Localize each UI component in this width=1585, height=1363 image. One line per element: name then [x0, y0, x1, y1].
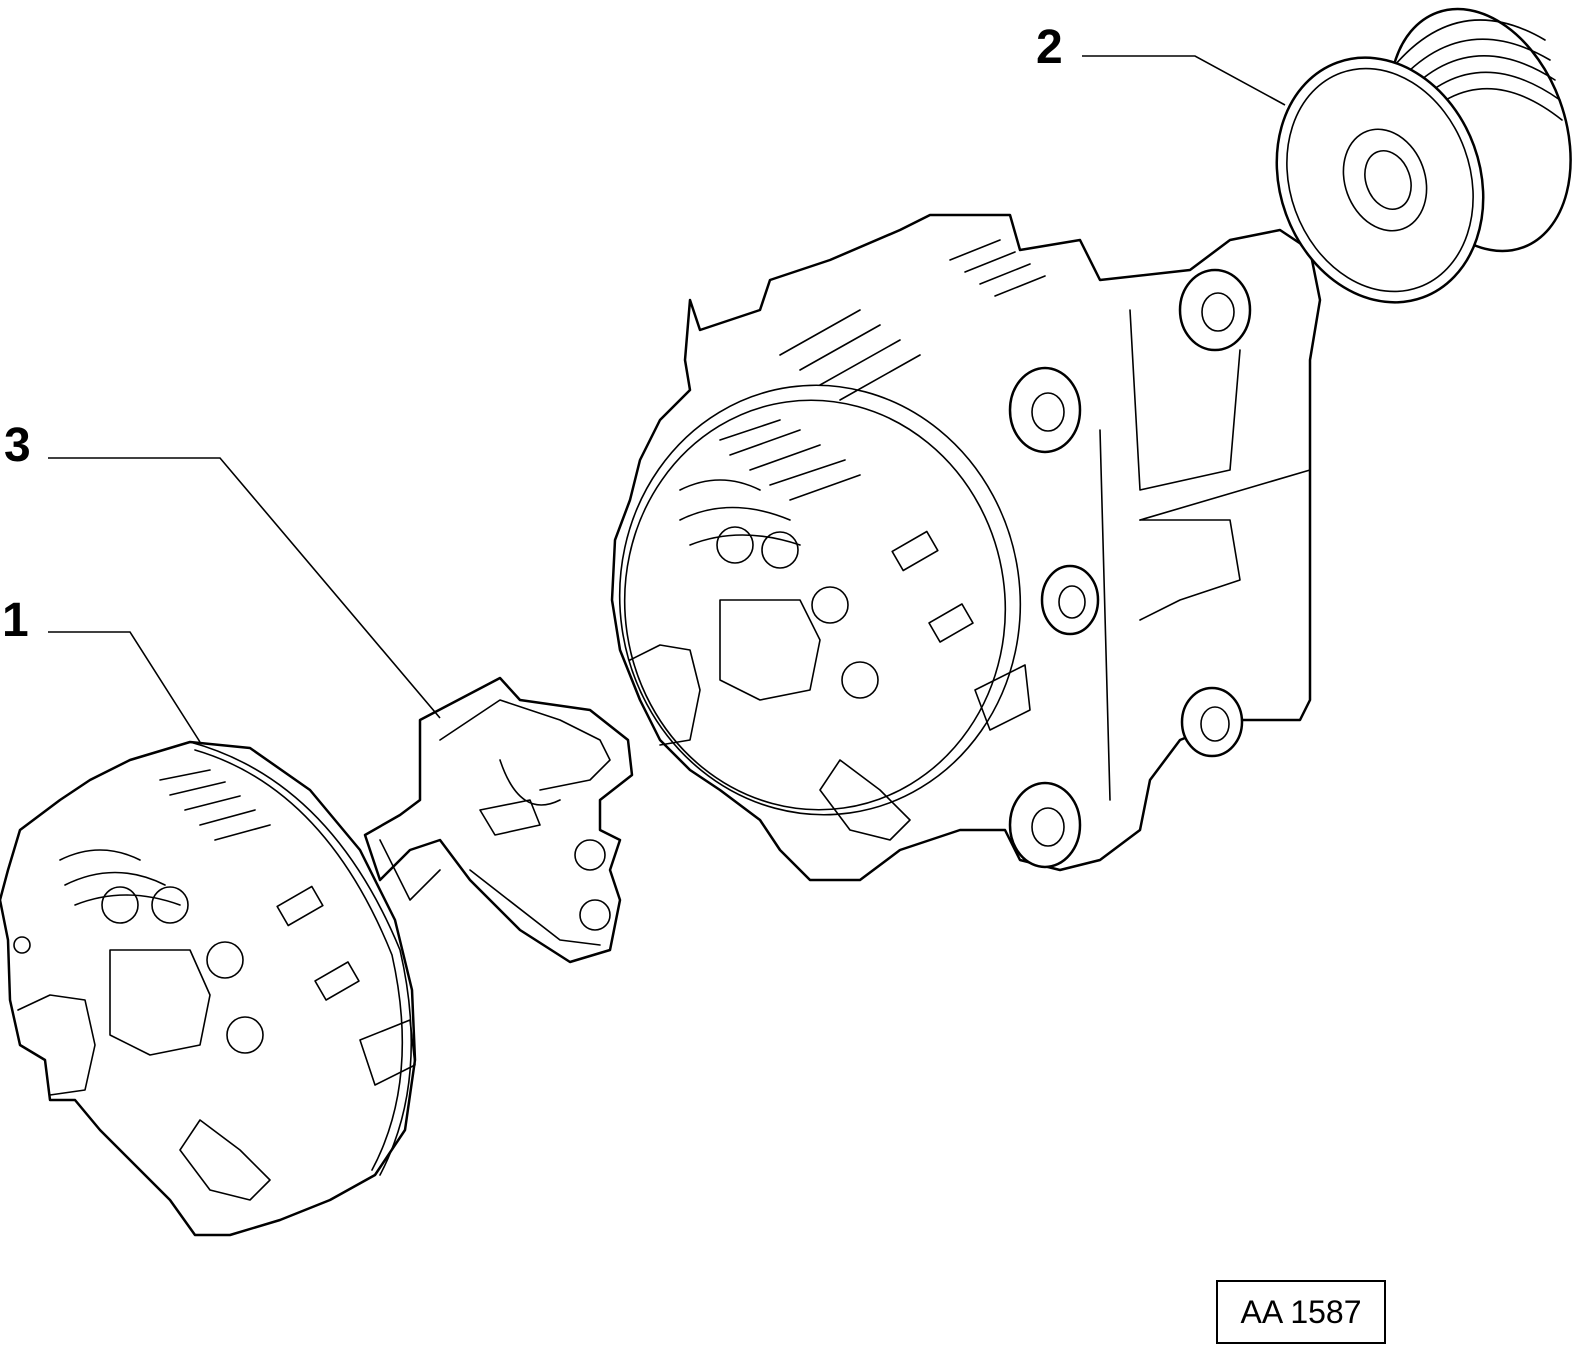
mounting-ear-lower-right [1180, 686, 1244, 758]
alternator-body [610, 213, 1322, 882]
voltage-regulator [363, 676, 634, 964]
callout-1: 1 [2, 594, 29, 647]
rear-cover [0, 740, 417, 1237]
mounting-ear-top [1178, 268, 1252, 352]
callout-3: 3 [4, 419, 31, 472]
mounting-ear-bottom [1008, 781, 1082, 869]
mounting-ear-upper [1008, 366, 1082, 454]
leader-lines [48, 55, 1286, 743]
reference-code: AA 1587 [1240, 1293, 1362, 1330]
reference-code-box: AA 1587 [1216, 1280, 1386, 1344]
leader-line-2 [1082, 55, 1286, 106]
leader-line-3 [48, 457, 441, 719]
pulley [1275, 7, 1572, 304]
mounting-ear-middle [1040, 564, 1100, 636]
leader-line-1 [48, 631, 201, 743]
callout-2: 2 [1036, 21, 1063, 74]
